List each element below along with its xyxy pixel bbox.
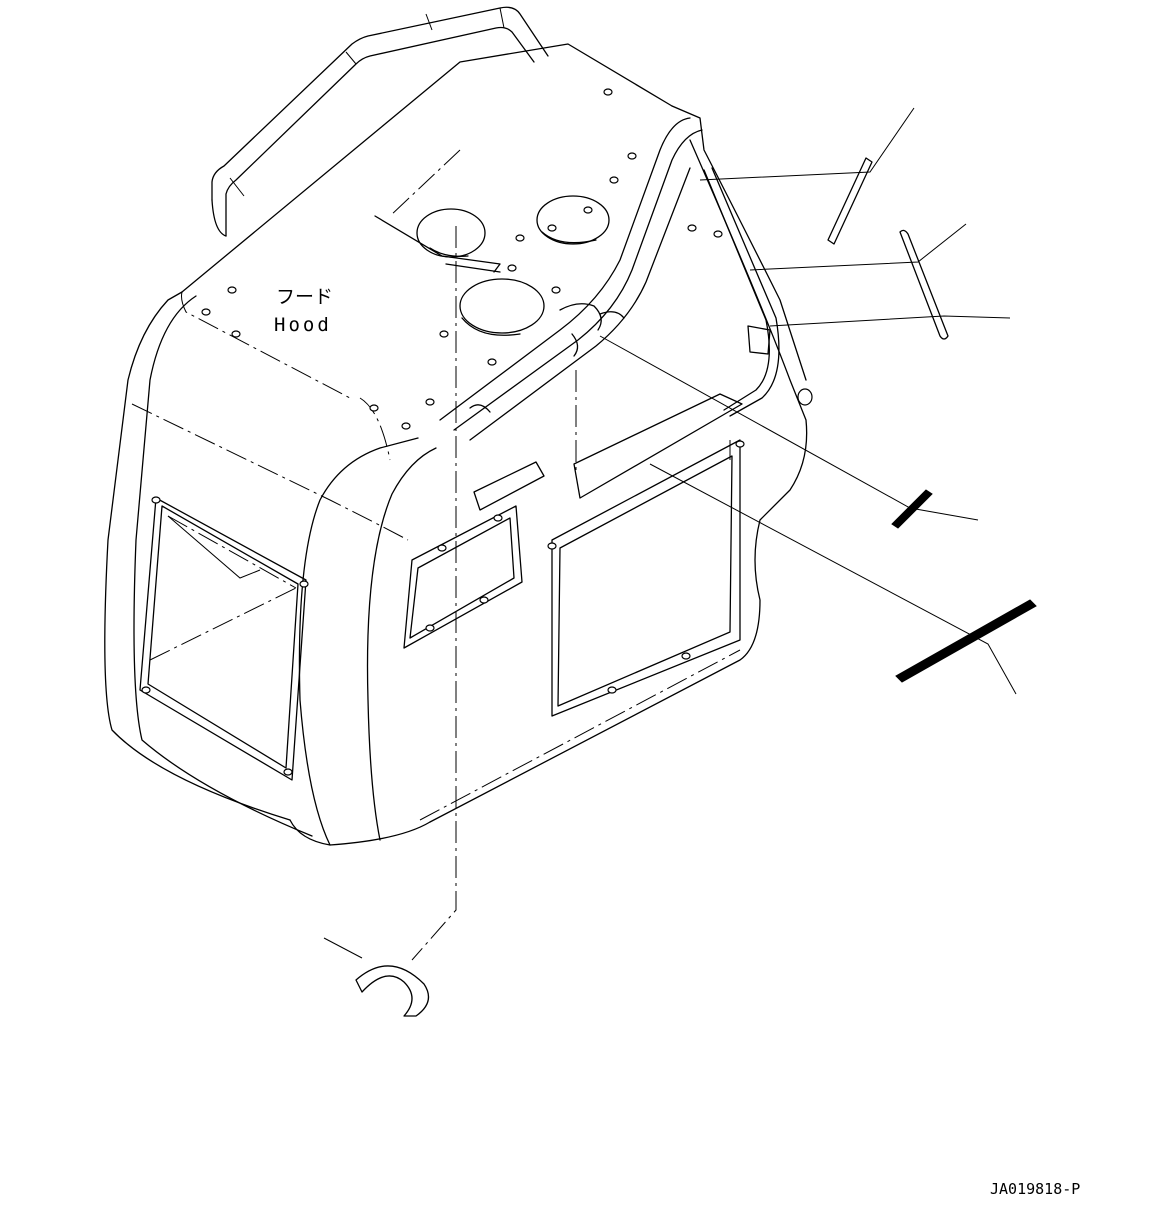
left-opening-seal	[139, 496, 309, 781]
strip-part-2	[899, 229, 949, 340]
side-rail	[439, 117, 703, 441]
strip-part-4	[895, 599, 1037, 683]
clip-part	[355, 965, 430, 1017]
rear-edge-trim	[703, 167, 780, 417]
strip-part-1	[827, 157, 873, 245]
loose-parts	[355, 157, 1037, 1017]
hood-label-en: Hood	[274, 314, 332, 336]
leader-lines	[323, 107, 1017, 961]
center-cover	[403, 461, 545, 649]
strip-part-3	[891, 489, 933, 529]
hood-label-jp: フード	[276, 286, 333, 308]
top-plate-parts	[201, 88, 813, 430]
right-opening-seal	[547, 370, 745, 717]
drawing-code: JA019818-P	[990, 1180, 1080, 1198]
handrail	[211, 6, 549, 237]
